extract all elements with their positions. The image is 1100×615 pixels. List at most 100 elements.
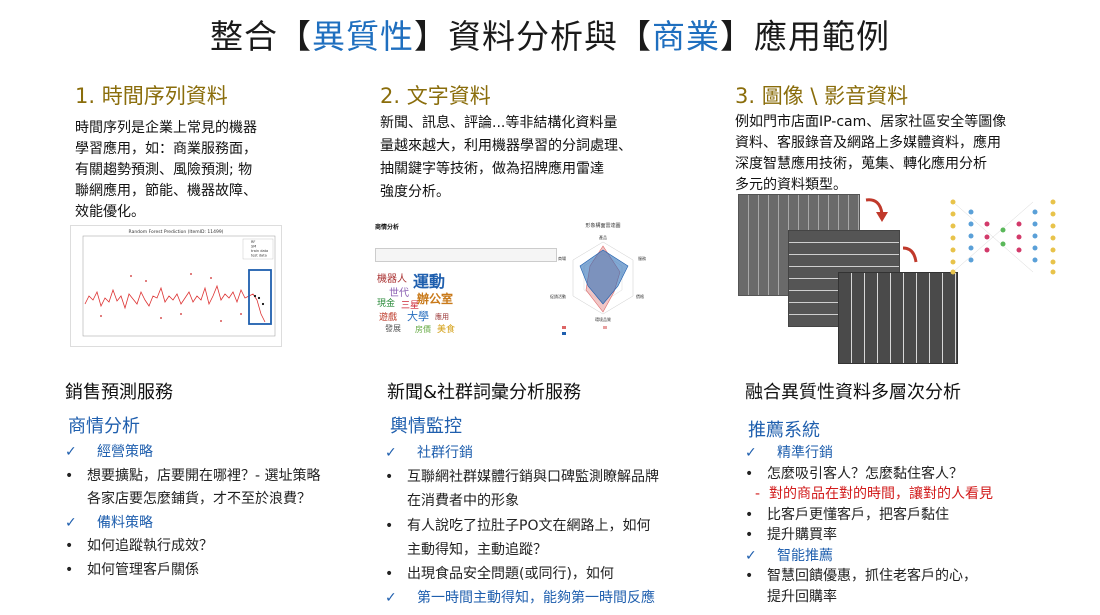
series-line — [84, 284, 266, 323]
list-item-text: 第一時間主動得知，能夠第一時間反應 — [417, 590, 655, 607]
section-description: 時間序列是企業上常見的機器 學習應用，如：商業服務面， 有關趨勢預測、風險預測;… — [75, 118, 305, 223]
legend-entry: test data — [251, 254, 267, 258]
radar-label: 商場 — [558, 255, 566, 261]
bullet-icon: • — [745, 506, 754, 523]
list-item-text: 精準行銷 — [777, 445, 833, 461]
bullet-icon: • — [745, 568, 754, 584]
bullet-list: ✓ 精準行銷 •怎麼吸引客人？怎麼黏住客人？-對的商品在對的時間，讓對的人看見•比客… — [745, 443, 993, 607]
bullet-icon: • — [385, 517, 394, 534]
bullet-icon: • — [65, 467, 74, 484]
list-item-text: 各家店要怎麼鋪貨，才不至於浪費？ — [87, 491, 311, 507]
legend-entry: train data — [251, 249, 268, 253]
word: 三星 — [401, 301, 420, 311]
list-item-text: 想要擴點，店要開在哪裡？- 選址策略 — [87, 467, 321, 484]
list-item-text: 互聯網社群媒體行銷與口碑監測瞭解品牌 — [407, 469, 659, 486]
list-item: •出現食品安全問題(或同行)，如何 — [385, 562, 659, 586]
title-highlight: 商業 — [652, 17, 720, 56]
list-item: 主動得知，主動追蹤？ — [385, 538, 659, 562]
word: 機器人 — [377, 274, 407, 285]
bullet-icon: • — [745, 527, 754, 543]
list-item: •如何追蹤執行成效？ — [65, 535, 321, 559]
list-item-text: 如何追蹤執行成效？ — [87, 538, 213, 554]
list-item-text: 對的商品在對的時間，讓對的人看見 — [769, 486, 993, 502]
image-analysis-figure — [738, 192, 1078, 364]
section-heading-time-series: 1. 時間序列資料 — [75, 84, 228, 108]
radar-title: 形象構面雷達圖 — [585, 222, 620, 229]
legend-box — [242, 238, 274, 260]
category-title: 推薦系統 — [748, 420, 820, 441]
title-part: 】資料分析與【 — [414, 17, 652, 56]
word: 辦公室 — [417, 292, 454, 306]
bullet-icon: • — [385, 565, 394, 582]
list-item: ✓社群行銷 — [385, 441, 659, 465]
list-item: 各家店要怎麼鋪貨，才不至於浪費？ — [65, 488, 321, 512]
word: 遊戲 — [379, 313, 398, 323]
service-title: 銷售預測服務 — [65, 382, 173, 403]
word: 世代 — [389, 288, 409, 299]
radar-series — [579, 249, 629, 305]
list-item: •提升購買率 — [745, 525, 993, 546]
list-item-text: 有人說吃了拉肚子PO文在網路上，如何 — [407, 517, 651, 534]
list-item-text: 智慧回饋優惠，抓住老客戶的心， — [767, 568, 977, 584]
check-icon: ✓ — [745, 445, 757, 461]
bullet-icon: • — [745, 465, 754, 482]
list-item: • 想要擴點，店要開在哪裡？- 選址策略 — [65, 465, 321, 489]
check-icon: ✓ — [745, 547, 757, 564]
list-item-text: 提升回購率 — [767, 588, 837, 605]
scatter-points — [100, 273, 242, 322]
desc-line: 時間序列是企業上常見的機器 — [75, 120, 257, 136]
list-item: •比客戶更懂客戶，把客戶黏住 — [745, 505, 993, 526]
bullet-icon: • — [385, 469, 394, 486]
test-points — [253, 294, 265, 306]
radar-label: 價格 — [636, 293, 644, 299]
text-analysis-figure: 商情分析 機器人 運動 世代 辦公室 現金 三星 遊戲 大學 發展 房價 美食 … — [370, 220, 670, 345]
word: 運動 — [413, 272, 446, 291]
list-item: • 智慧回饋優惠，抓住老客戶的心， — [745, 566, 993, 587]
word: 現金 — [377, 299, 396, 309]
section-description: 例如門市店面IP-cam、居家社區安全等圖像 資料、客服錄音及網路上多媒體資料，… — [735, 112, 1065, 196]
word: 發展 — [385, 324, 401, 333]
service-title: 新聞&社群詞彙分析服務 — [387, 382, 582, 403]
list-item: ✓備料策略 — [65, 512, 321, 536]
title-part: 】應用範例 — [720, 17, 890, 56]
legend-entry: RF — [251, 240, 255, 244]
list-item-text: 經營策略 — [97, 444, 153, 460]
category-title: 輿情監控 — [390, 416, 462, 437]
section-heading-text-data: 2. 文字資料 — [380, 84, 491, 108]
check-icon: ✓ — [385, 590, 397, 607]
desc-line: 強度分析。 — [380, 184, 450, 200]
plot-frame — [82, 235, 276, 337]
check-icon: ✓ — [385, 445, 397, 461]
filter-bar — [375, 248, 557, 262]
section-description: 新聞、訊息、評論...等非結構化資料量 量越來越大，利用機器學習的分詞處理、 抽… — [380, 112, 680, 204]
desc-line: 抽關鍵字等技術，做為招牌應用雷達 — [380, 161, 604, 177]
desc-line: 量越來越大，利用機器學習的分詞處理、 — [380, 138, 632, 154]
word: 應用 — [435, 313, 449, 321]
panel-title: 商情分析 — [375, 224, 400, 231]
radar-label: 服務 — [638, 255, 646, 261]
list-item: -對的商品在對的時間，讓對的人看見 — [745, 484, 993, 505]
chart-title: Random Forest Prediction (ItemID: 11499) — [129, 229, 224, 235]
title-highlight: 異質性 — [312, 17, 414, 56]
desc-line: 新聞、訊息、評論...等非結構化資料量 — [380, 115, 618, 131]
list-item: ✓經營策略 — [65, 441, 321, 465]
list-item-text: 主動得知，主動追蹤？ — [407, 541, 547, 558]
arrows — [865, 198, 918, 263]
list-item: •怎麼吸引客人？怎麼黏住客人？ — [745, 464, 993, 485]
desc-line: 例如門市店面IP-cam、居家社區安全等圖像 — [735, 114, 1007, 130]
list-item: •如何管理客戶關係 — [65, 559, 321, 583]
list-item-text: 如何管理客戶關係 — [87, 561, 199, 578]
word: 美食 — [437, 325, 456, 335]
desc-line: 學習應用，如：商業服務面， — [75, 141, 257, 157]
word-cloud: 機器人 運動 世代 辦公室 現金 三星 遊戲 大學 發展 房價 美食 應用 — [375, 268, 470, 343]
word: 大學 — [407, 310, 429, 323]
section-heading-image-video: 3. 圖像 \ 影音資料 — [735, 84, 909, 108]
list-item: • 互聯網社群媒體行銷與口碑監測瞭解品牌 — [385, 465, 659, 489]
legend-entry: SM — [251, 245, 256, 249]
highlight-box — [248, 269, 272, 325]
time-series-figure: Random Forest Prediction (ItemID: 11499)… — [70, 225, 282, 347]
neural-network-diagram — [950, 199, 1056, 275]
radar-chart: 形象構面雷達圖 產品 服務 價格 環境品質 促銷活動 商場 — [550, 222, 646, 335]
category-title: 商情分析 — [68, 416, 140, 437]
desc-line: 多元的資料類型。 — [735, 177, 847, 193]
